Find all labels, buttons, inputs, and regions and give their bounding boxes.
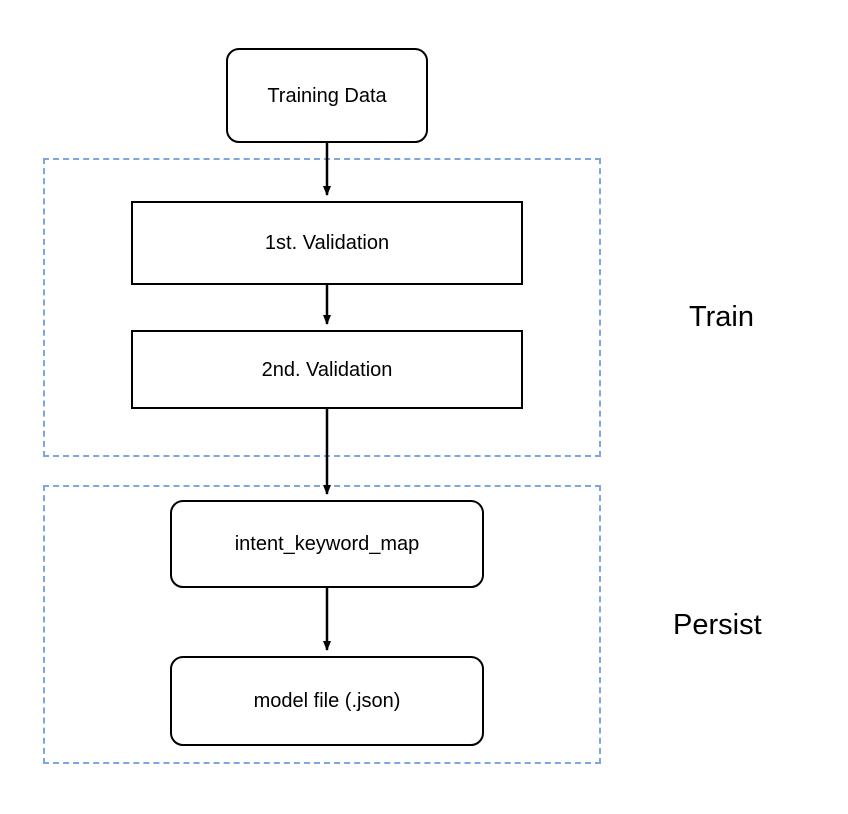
node-intent-keyword-map[interactable]: intent_keyword_map [170, 500, 484, 588]
node-validation-1[interactable]: 1st. Validation [131, 201, 523, 285]
node-model-file[interactable]: model file (.json) [170, 656, 484, 746]
group-persist [43, 485, 601, 764]
group-label-persist: Persist [673, 609, 762, 641]
group-train [43, 158, 601, 457]
node-validation-2[interactable]: 2nd. Validation [131, 330, 523, 409]
node-training-data[interactable]: Training Data [226, 48, 428, 143]
group-label-train: Train [689, 301, 754, 333]
